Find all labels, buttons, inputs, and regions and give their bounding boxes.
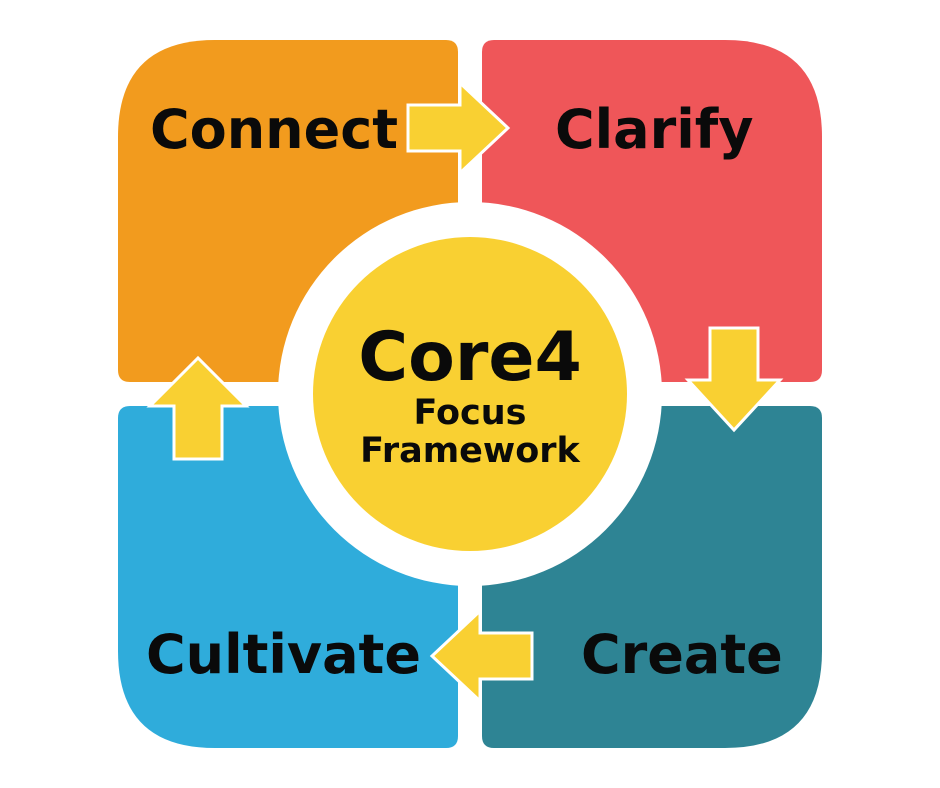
create-label: Create [581,623,783,686]
arrow-create-to-cultivate-icon [429,607,534,705]
center-circle [313,237,627,551]
clarify-label: Clarify [555,98,753,161]
center-subtitle-line2: Framework [360,431,580,471]
connect-label: Connect [150,98,398,161]
center-title: Core4 [358,318,582,397]
center-subtitle-line1: Focus [413,393,526,433]
cultivate-label: Cultivate [146,623,421,686]
arrow-clarify-to-create-icon [684,326,784,433]
arrow-cultivate-to-connect-icon [146,355,250,461]
arrow-connect-to-clarify-icon [406,79,511,177]
